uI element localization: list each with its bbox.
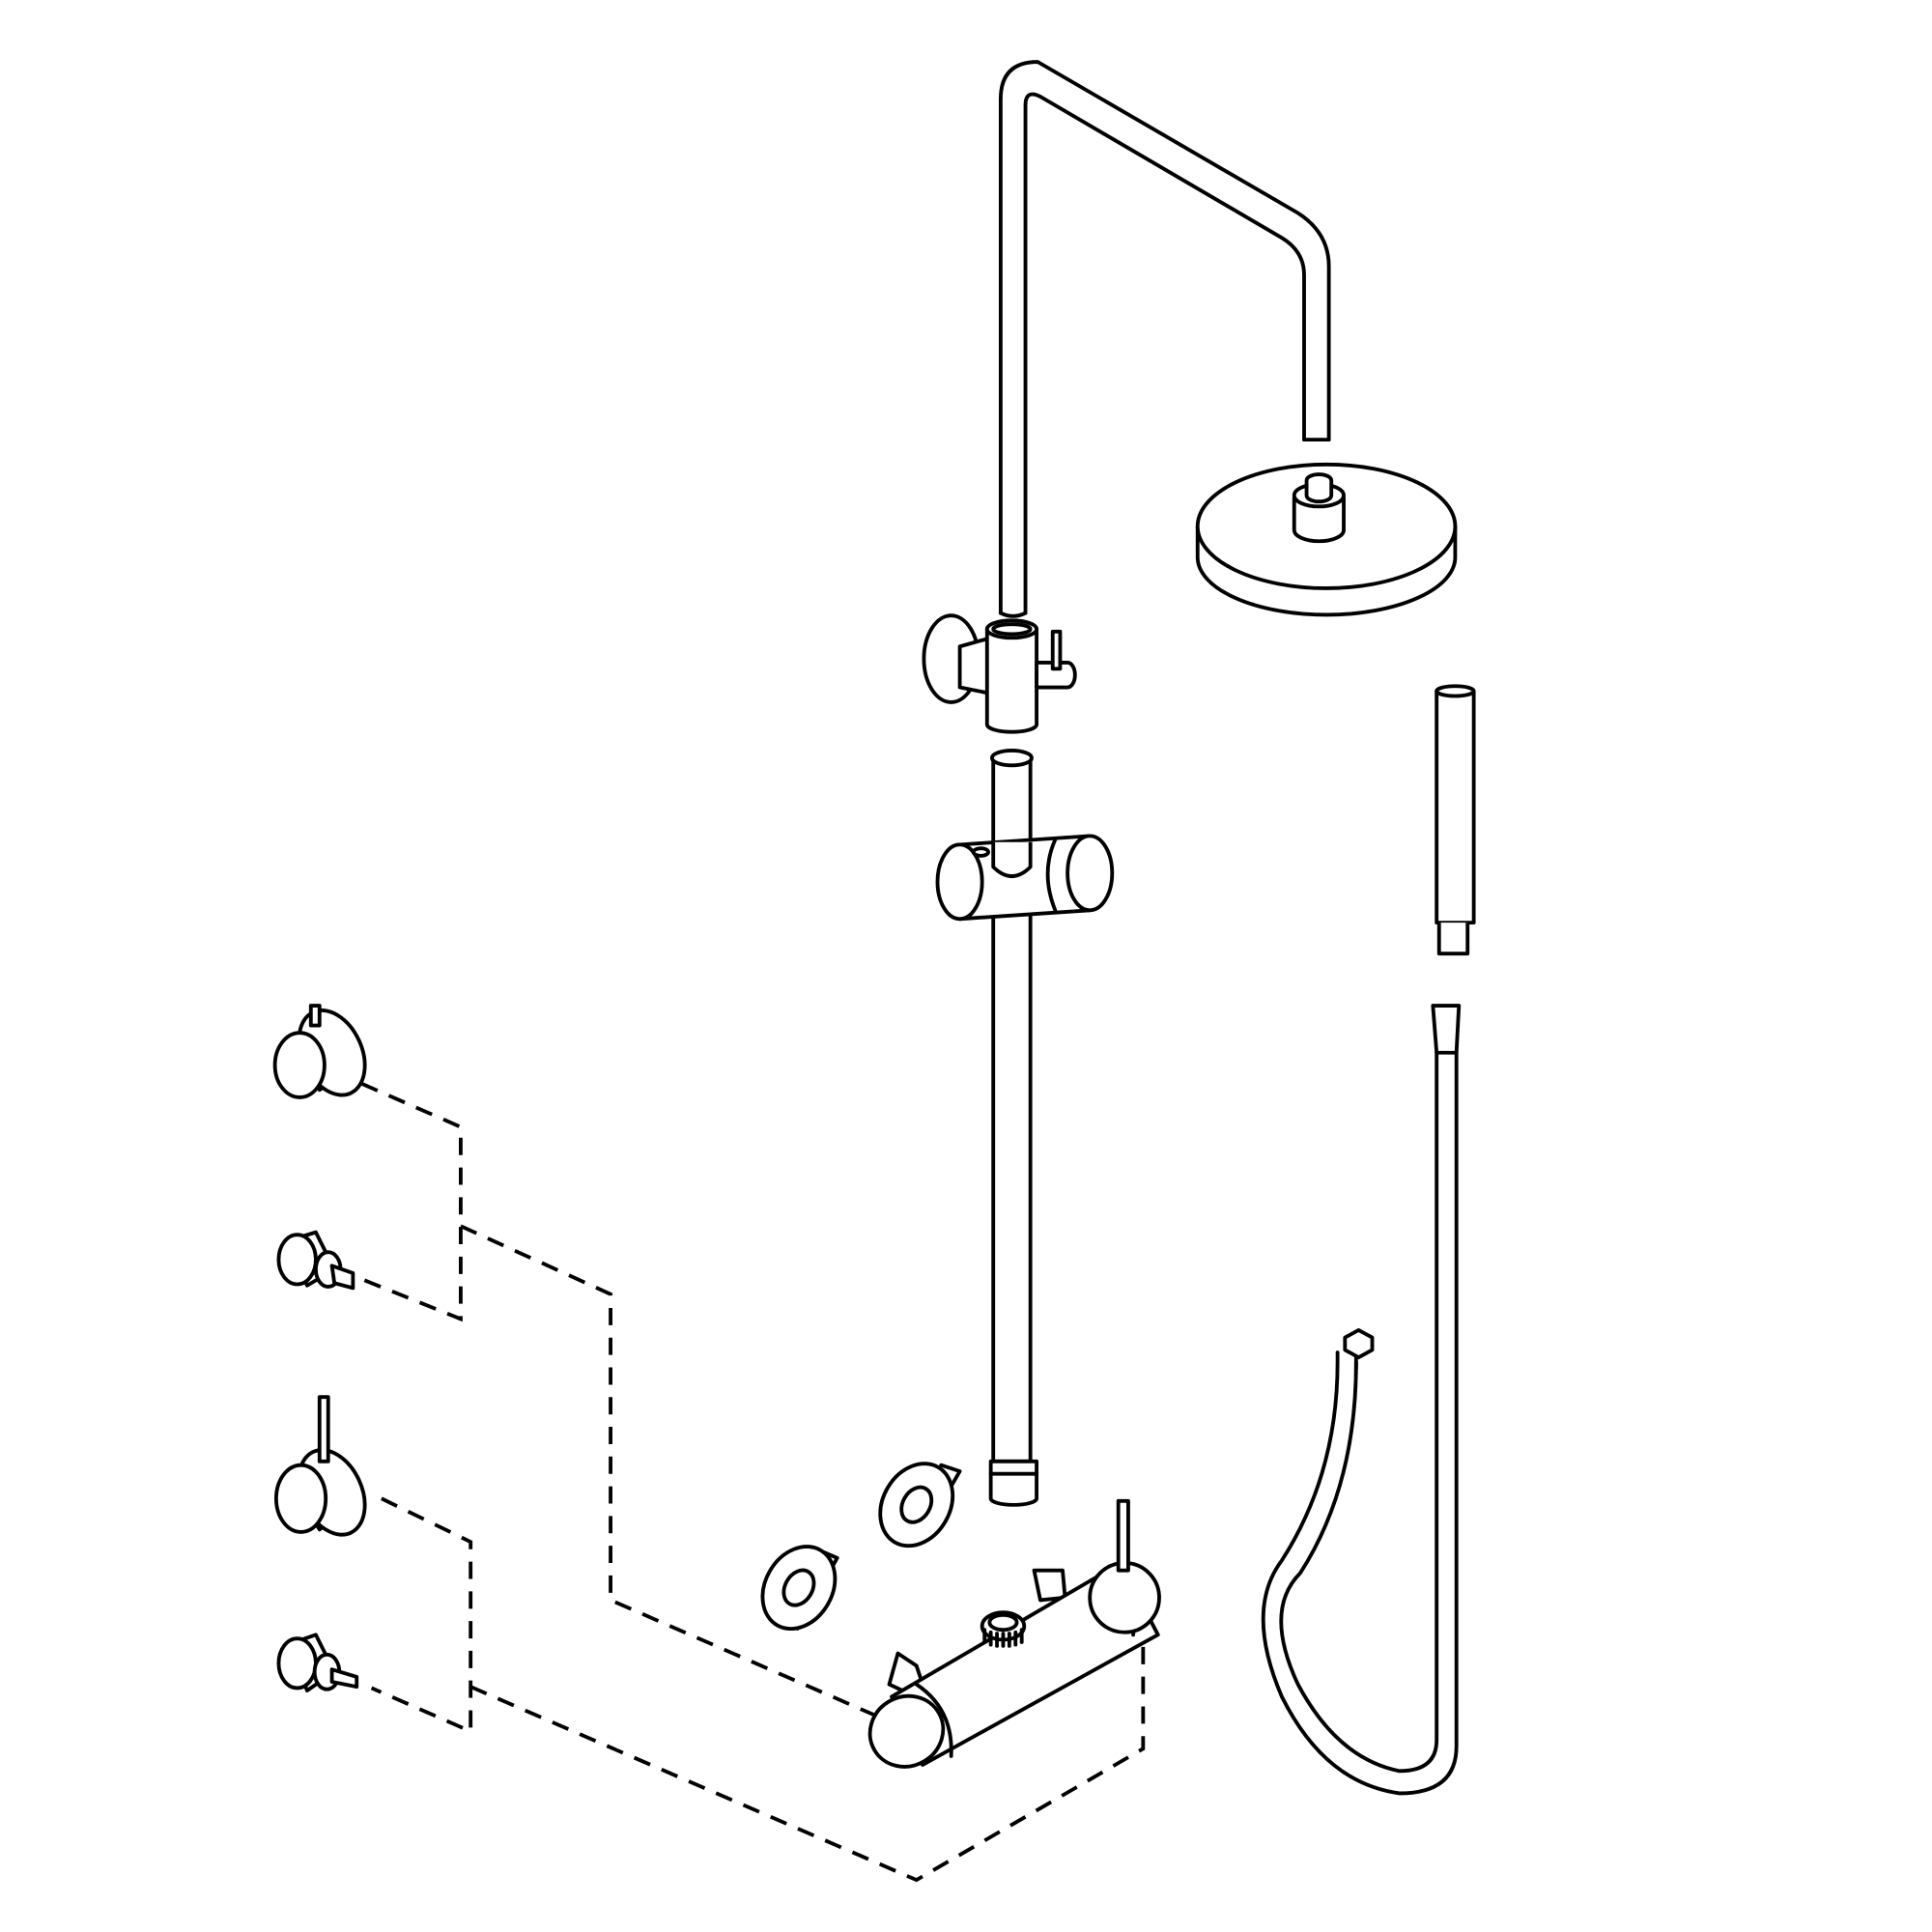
- control-knob-lower: [273, 1395, 367, 1537]
- thermostatic-mixer: [867, 1498, 1161, 1769]
- control-knob-upper: [272, 1004, 367, 1099]
- rail-slider: [935, 834, 1115, 922]
- assembly-lines: [358, 1082, 1146, 1883]
- overhead-arm: [998, 60, 1331, 618]
- shower-head: [1195, 462, 1458, 617]
- wall-flanges: [760, 1462, 962, 1632]
- cartridge-upper: [276, 1230, 355, 1291]
- cartridge-lower: [276, 1633, 359, 1692]
- hand-shower: [1435, 684, 1476, 956]
- shower-hose: [1261, 1004, 1462, 1796]
- diverter-bracket: [922, 613, 1077, 734]
- slide-rail: [988, 749, 1038, 1507]
